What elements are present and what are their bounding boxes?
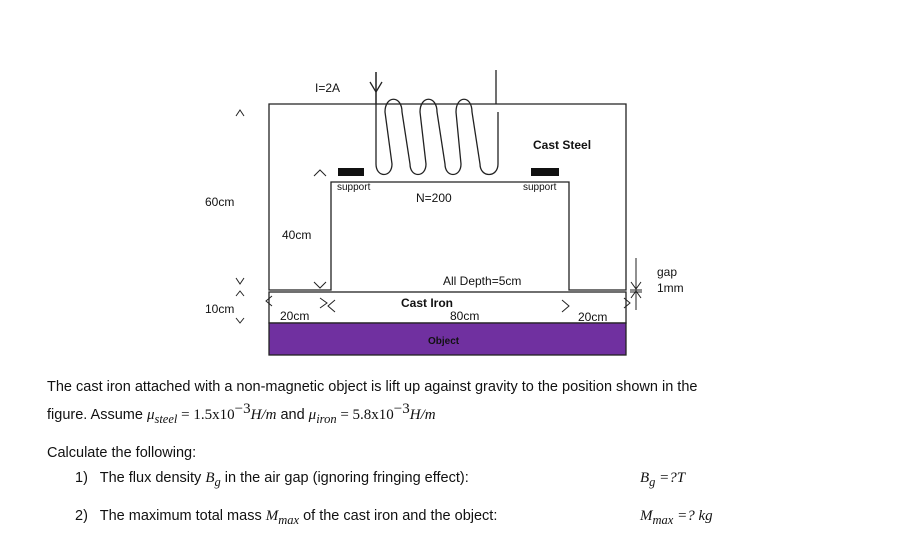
gap-arrow-bottom: [630, 290, 642, 299]
dim-10cm-bottom-arrow: [235, 317, 245, 324]
turns-label: N=200: [416, 191, 452, 205]
intro-line-1: The cast iron attached with a non-magnet…: [47, 379, 698, 395]
dim-40cm-top-arrow: [313, 169, 327, 177]
gap-arrow-top: [630, 281, 642, 290]
current-arrow: [369, 81, 383, 94]
cast-steel-label: Cast Steel: [533, 138, 591, 152]
support-right-label: support: [523, 182, 557, 193]
dim-20cm-left-arrow-2: [319, 297, 328, 309]
intro-line-2: figure. Assume μsteel = 1.5x10−3H/m and …: [47, 401, 436, 426]
dim-20cm-right-arrow: [623, 297, 631, 309]
dim-10cm-top-arrow: [235, 290, 245, 297]
dim-width-mid-label: 80cm: [450, 309, 479, 323]
mu-iron-symbol: μiron: [308, 406, 337, 426]
question-2: 2) The maximum total mass Mmax of the ca…: [75, 508, 498, 527]
support-left-label: support: [337, 182, 371, 193]
dim-20cm-left-arrow: [265, 295, 273, 307]
problem-statement: The cast iron attached with a non-magnet…: [47, 376, 867, 464]
object-block: [268, 322, 627, 356]
dim-width-right-label: 20cm: [578, 310, 607, 324]
answer-2: Mmax =? kg: [640, 508, 713, 527]
gap-size-label: 1mm: [657, 281, 684, 295]
dim-60cm-top-arrow: [235, 109, 245, 117]
gap-label: gap: [657, 265, 677, 279]
dim-inner-label: 40cm: [282, 228, 311, 242]
dim-80cm-right-arrow: [561, 299, 570, 313]
support-right-block: [531, 168, 559, 176]
electromagnet-diagram: I=2A N=200 Cast Steel Cast Iron support …: [205, 70, 684, 356]
dim-iron-thickness-label: 10cm: [205, 302, 234, 316]
current-label: I=2A: [315, 81, 340, 95]
calc-heading: Calculate the following:: [47, 444, 197, 461]
answer-1: Bg =?T: [640, 470, 686, 489]
dim-width-left-label: 20cm: [280, 309, 309, 323]
dim-40cm-bottom-arrow: [313, 281, 327, 289]
cast-iron-label: Cast Iron: [401, 296, 453, 310]
coil-winding: [375, 72, 499, 176]
question-1: 1) The flux density Bg in the air gap (i…: [75, 470, 469, 489]
cast-steel-core: [268, 103, 627, 291]
object-label: Object: [428, 336, 460, 347]
dim-height-label: 60cm: [205, 195, 234, 209]
dim-80cm-left-arrow: [327, 299, 336, 313]
depth-label: All Depth=5cm: [443, 274, 521, 288]
dim-60cm-bottom-arrow: [235, 277, 245, 285]
support-left-block: [338, 168, 364, 176]
mu-steel-symbol: μsteel: [146, 406, 178, 426]
